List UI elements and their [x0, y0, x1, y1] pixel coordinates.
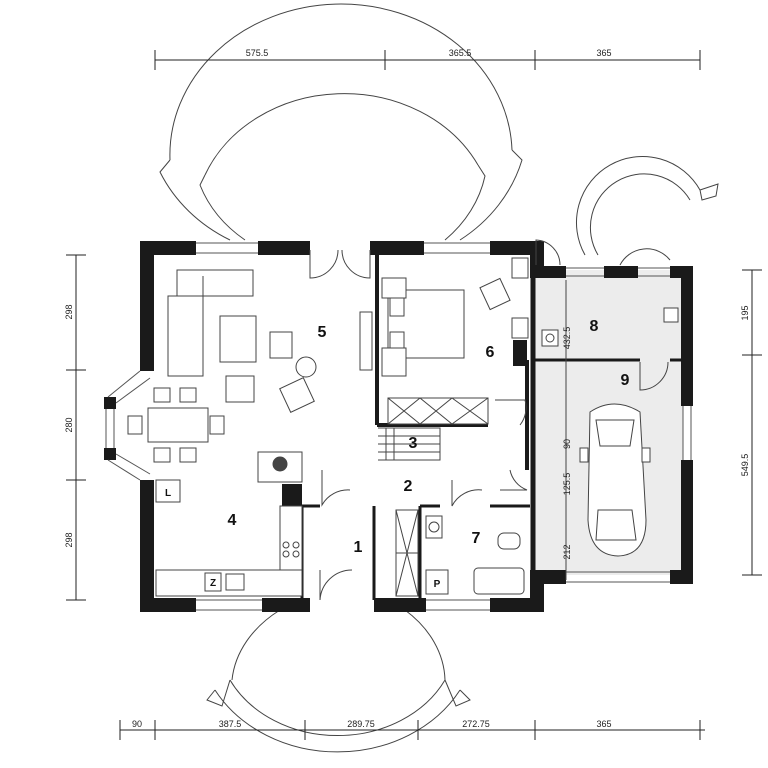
car-drawing: [579, 403, 651, 557]
room-label-6: 6: [486, 344, 495, 361]
terrace-arc-top: [159, 3, 523, 241]
hall-closet: [395, 509, 419, 597]
room-label-8: 8: [590, 318, 599, 335]
windows: [105, 242, 692, 611]
dimension-labels-bottom: 90 387.5 289.75 272.75 365: [132, 719, 612, 729]
doors: [309, 239, 669, 601]
room-label-1: 1: [354, 539, 363, 556]
dim-interior-1: 432.5: [562, 327, 572, 350]
dining-furniture: [127, 387, 225, 463]
bathroom-fixtures: [425, 515, 525, 595]
room-label-4: 4: [228, 512, 237, 529]
dim-bottom-1: 90: [132, 719, 142, 729]
dim-left-3: 298: [64, 532, 74, 547]
dimension-labels-top: 575.5 365.5 365: [246, 48, 612, 58]
dimension-lines: [66, 50, 762, 740]
stairs: [378, 427, 441, 461]
room-label-2: 2: [404, 478, 413, 495]
dim-interior-2: 90: [562, 439, 572, 449]
room-label-9: 9: [621, 372, 630, 389]
fridge-label: L: [165, 488, 171, 499]
utility-fixtures: [541, 307, 679, 347]
terrace-arc-bottom: [206, 609, 471, 753]
dim-interior-4: 212: [562, 544, 572, 559]
dim-bottom-3: 289.75: [347, 719, 375, 729]
bedroom-furniture: [381, 257, 529, 425]
dim-interior-3: 125.5: [562, 473, 572, 496]
dim-right-2: 549.5: [740, 454, 750, 477]
dimension-labels-interior: 432.5 90 125.5 212: [562, 327, 572, 560]
dim-bottom-4: 272.75: [462, 719, 490, 729]
dim-top-1: 575.5: [246, 48, 269, 58]
dim-bottom-2: 387.5: [219, 719, 242, 729]
dim-left-2: 280: [64, 417, 74, 432]
dimension-labels-right: 195 549.5: [740, 305, 750, 476]
heater-label: P: [434, 579, 441, 590]
terrace-arc-garage: [575, 156, 719, 266]
room-labels: 1 2 3 4 5 6 7 8 9: [228, 318, 630, 556]
fixture-labels: L Z P: [165, 488, 441, 590]
dim-left-1: 298: [64, 304, 74, 319]
dim-right-1: 195: [740, 305, 750, 320]
kitchen-furniture: [155, 451, 303, 597]
stove-cabinet-label: Z: [210, 578, 216, 589]
outer-walls: [104, 241, 693, 612]
room-label-5: 5: [318, 324, 327, 341]
living-furniture: [167, 269, 373, 413]
dim-bottom-5: 365: [596, 719, 611, 729]
dim-top-3: 365: [596, 48, 611, 58]
room-label-7: 7: [472, 530, 481, 547]
room-label-3: 3: [409, 435, 418, 452]
dimension-labels-left: 298 280 298: [64, 304, 74, 547]
dim-top-2: 365.5: [449, 48, 472, 58]
